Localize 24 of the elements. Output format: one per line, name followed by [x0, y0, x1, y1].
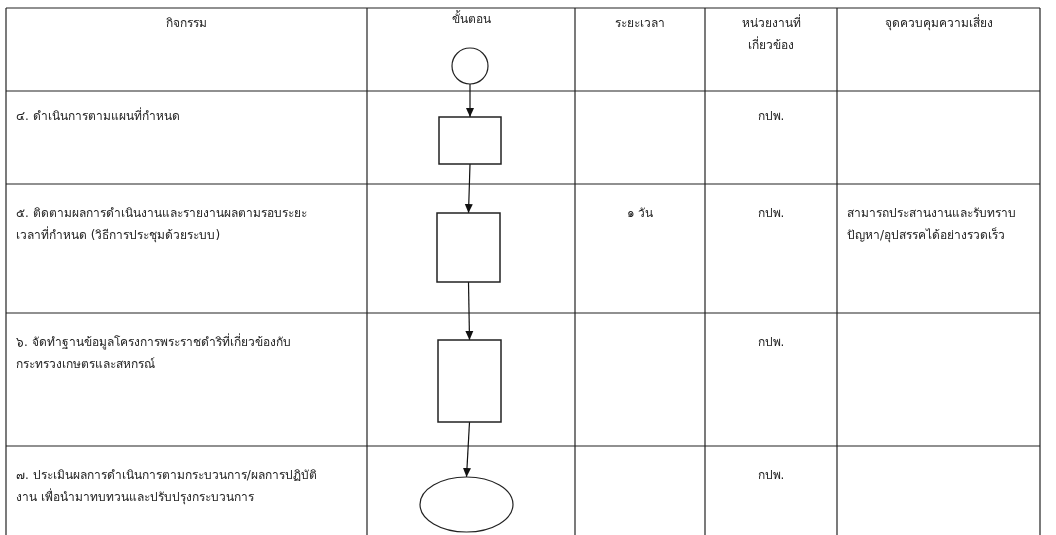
process-box: [438, 340, 501, 422]
unit-text: กปพ.: [757, 108, 785, 125]
unit-text: กปพ.: [757, 205, 785, 222]
arrow: [464, 163, 473, 214]
risk-control-text: สามารถประสานงานและรับทราบปัญหา/อุปสรรคได้อย่างรวดเร็ว: [847, 205, 1017, 245]
column-header: หน่วยงานที่เกี่ยวข้อง: [741, 13, 801, 54]
unit-text: กปพ.: [757, 467, 785, 484]
start-circle: [452, 48, 488, 84]
activity-text: ๗. ประเมินผลการดำเนินการตามกระบวนการ/ผลการปฏิบัติงาน เพื่อนำมาทบทวนและปรับปรุงกระบวนการ: [16, 467, 318, 507]
arrow: [465, 281, 474, 341]
arrow: [463, 421, 471, 478]
arrow: [466, 83, 474, 118]
column-header: กิจกรรม: [166, 15, 207, 32]
process-box: [437, 213, 500, 282]
column-header: จุดควบคุมความเสี่ยง: [884, 13, 993, 33]
column-header: ระยะเวลา: [615, 15, 665, 32]
end-ellipse: [420, 477, 513, 532]
process-box: [439, 117, 501, 164]
activity-text: ๔. ดำเนินการตามแผนที่กำหนด: [16, 106, 180, 125]
activity-text: ๖. จัดทำฐานข้อมูลโครงการพระราชดำริที่เกี่ยวข้องกับกระทรวงเกษตรและสหกรณ์: [16, 332, 292, 373]
duration-text: ๑ วัน: [626, 205, 654, 222]
column-header: ขั้นตอน: [451, 9, 491, 28]
unit-text: กปพ.: [757, 334, 785, 351]
activity-text: ๕. ติดตามผลการดำเนินงานและรายงานผลตามรอบระยะเวลาที่กำหนด (วิธีการประชุมด้วยระบบ): [16, 205, 308, 245]
